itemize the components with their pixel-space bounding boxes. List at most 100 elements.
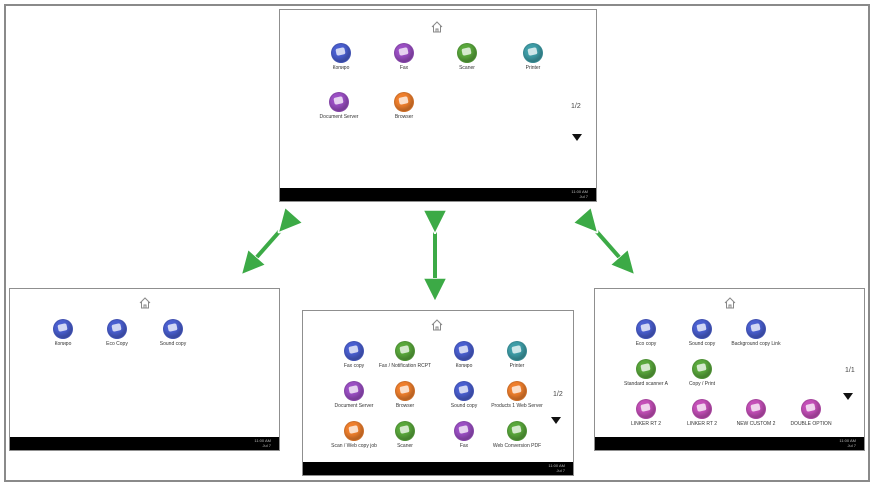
app-tile[interactable]: Web Conversion PDF — [487, 421, 547, 449]
app-label: Standard scanner A — [624, 381, 668, 387]
app-label: LINKER RT 2 — [630, 421, 662, 427]
app-icon — [507, 341, 527, 361]
app-label: Fax copy — [343, 363, 365, 369]
app-tile[interactable]: DOUBLE OPTION — [781, 399, 841, 427]
scroll-down-arrow[interactable] — [843, 393, 853, 400]
app-icon — [395, 381, 415, 401]
app-label: Document Server — [319, 114, 359, 120]
app-tile[interactable]: Document Server — [309, 92, 369, 120]
app-tile[interactable]: Printer — [503, 43, 563, 71]
page-indicator: 1/2 — [553, 391, 563, 398]
app-icon — [692, 359, 712, 379]
status-bar: 11:00 AM Jul 7 — [280, 188, 596, 201]
app-label: Web Conversion PDF — [492, 443, 542, 449]
app-label: Browser — [395, 403, 415, 409]
status-bar: 11:00 AM Jul 7 — [595, 437, 864, 450]
app-icon — [454, 421, 474, 441]
app-icon — [692, 399, 712, 419]
app-tile[interactable]: Copy / Print — [672, 359, 732, 387]
app-tile[interactable]: Background copy Link — [726, 319, 786, 347]
app-label: Printer — [509, 363, 525, 369]
app-label: Copy / Print — [688, 381, 716, 387]
app-tile[interactable]: Fax — [374, 43, 434, 71]
app-label: LINKER RT 2 — [686, 421, 718, 427]
app-tile[interactable]: Fax — [434, 421, 494, 449]
app-tile[interactable]: Sound copy — [143, 319, 203, 347]
app-icon — [344, 341, 364, 361]
app-tile[interactable]: Products 1 Web Server — [487, 381, 547, 409]
app-tile[interactable]: Browser — [374, 92, 434, 120]
app-tile[interactable]: Scaner — [437, 43, 497, 71]
home-icon[interactable] — [138, 296, 152, 310]
app-label: Fax / Notification RCPT — [378, 363, 432, 369]
app-tile[interactable]: Fax / Notification RCPT — [375, 341, 435, 369]
app-icon — [507, 421, 527, 441]
app-label: Sound copy — [688, 341, 716, 347]
status-text: 11:00 AM Jul 7 — [254, 438, 271, 448]
app-icon — [344, 381, 364, 401]
app-tile[interactable]: Eco Copy — [87, 319, 147, 347]
app-label: Scan / Web copy job — [331, 443, 377, 449]
app-label: Копиро — [455, 363, 473, 369]
app-label: Fax — [459, 443, 469, 449]
app-label: Fax — [399, 65, 409, 71]
app-tile[interactable]: Копиро — [33, 319, 93, 347]
home-icon[interactable] — [430, 20, 444, 34]
app-label: Products 1 Web Server — [491, 403, 543, 409]
app-icon — [746, 319, 766, 339]
app-label: Background copy Link — [731, 341, 781, 347]
app-tile[interactable]: Sound copy — [434, 381, 494, 409]
app-tile[interactable]: Browser — [375, 381, 435, 409]
app-label: NEW CUSTOM 2 — [736, 421, 776, 427]
status-text: 11:00 AM Jul 7 — [839, 438, 856, 448]
app-tile[interactable]: Document Server — [324, 381, 384, 409]
app-label: Копиро — [332, 65, 350, 71]
app-tile[interactable]: Eco copy — [616, 319, 676, 347]
app-label: Scaner — [459, 65, 475, 71]
home-screen-left: Копиро Eco Copy Sound copy 11:00 AM Jul 7 — [9, 288, 280, 451]
app-label: Browser — [394, 114, 414, 120]
status-bar: 11:00 AM Jul 7 — [303, 462, 573, 475]
home-icon[interactable] — [723, 296, 737, 310]
app-tile[interactable]: Scan / Web copy job — [324, 421, 384, 449]
scroll-down-arrow[interactable] — [551, 417, 561, 424]
app-tile[interactable]: LINKER RT 2 — [616, 399, 676, 427]
app-tile[interactable]: Sound copy — [672, 319, 732, 347]
app-icon — [457, 43, 477, 63]
app-tile[interactable]: NEW CUSTOM 2 — [726, 399, 786, 427]
home-icon[interactable] — [430, 318, 444, 332]
app-icon — [107, 319, 127, 339]
app-tile[interactable]: Копиро — [434, 341, 494, 369]
app-icon — [746, 399, 766, 419]
app-label: Printer — [525, 65, 541, 71]
app-tile[interactable]: Standard scanner A — [616, 359, 676, 387]
app-icon — [329, 92, 349, 112]
app-label: Eco Copy — [106, 341, 128, 347]
app-label: DOUBLE OPTION — [790, 421, 832, 427]
app-label: Scaner — [397, 443, 413, 449]
app-icon — [692, 319, 712, 339]
app-icon — [344, 421, 364, 441]
scroll-down-arrow[interactable] — [572, 134, 582, 141]
app-icon — [394, 43, 414, 63]
app-icon — [395, 341, 415, 361]
app-tile[interactable]: Fax copy — [324, 341, 384, 369]
app-label: Sound copy — [450, 403, 478, 409]
app-icon — [331, 43, 351, 63]
app-tile[interactable]: Копиро — [311, 43, 371, 71]
app-label: Копиро — [54, 341, 72, 347]
app-icon — [801, 399, 821, 419]
page-indicator: 1/2 — [571, 103, 581, 110]
app-label: Document Server — [334, 403, 374, 409]
app-tile[interactable]: LINKER RT 2 — [672, 399, 732, 427]
app-icon — [53, 319, 73, 339]
app-label: Sound copy — [159, 341, 187, 347]
app-icon — [523, 43, 543, 63]
app-icon — [507, 381, 527, 401]
app-icon — [454, 381, 474, 401]
home-screen-center: Fax copy Fax / Notification RCPT Копиро Pri… — [302, 310, 574, 476]
app-tile[interactable]: Printer — [487, 341, 547, 369]
app-tile[interactable]: Scaner — [375, 421, 435, 449]
app-icon — [394, 92, 414, 112]
